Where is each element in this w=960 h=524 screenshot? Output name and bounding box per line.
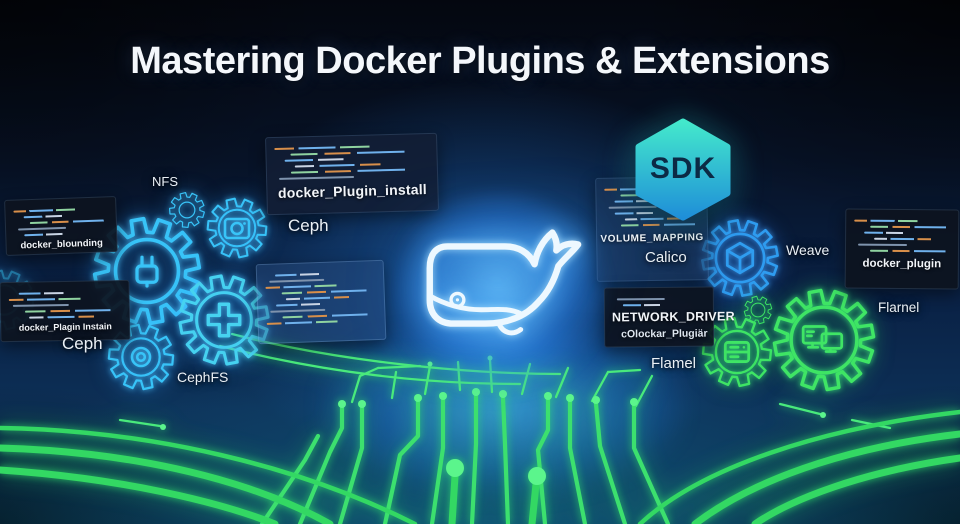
- code-panel-docker-blounding: docker_blounding: [4, 196, 118, 256]
- gear-cube: [699, 217, 781, 299]
- code-panel-translucent: [255, 259, 387, 345]
- gear-monitors: [770, 286, 878, 394]
- server-icon: [720, 335, 754, 369]
- monitors-icon: [799, 320, 849, 360]
- code-line: [23, 213, 86, 219]
- code-line: [274, 271, 346, 277]
- code-line: [8, 296, 101, 301]
- code-line: [282, 312, 384, 319]
- gear-small-top: [168, 191, 206, 229]
- code-line: [616, 297, 665, 301]
- code-line: [281, 288, 383, 295]
- code-line: [12, 303, 70, 307]
- code-line: [274, 144, 397, 151]
- label-ceph-left: Ceph: [62, 334, 103, 353]
- code-line: [864, 231, 927, 235]
- code-line: [29, 218, 118, 225]
- code-line: [854, 219, 935, 223]
- code-line: [290, 149, 427, 156]
- code-line: [620, 222, 709, 227]
- code-line: [290, 167, 427, 174]
- plug-icon: [127, 251, 167, 291]
- code-line: [265, 283, 357, 289]
- panel-label: docker_Plagin Instain: [18, 320, 112, 333]
- docker-whale-icon: [408, 224, 586, 350]
- label-ceph-center: Ceph: [288, 216, 329, 235]
- code-line: [294, 162, 402, 168]
- label-nfs: NFS: [152, 174, 178, 189]
- label-flarnel: Flarnel: [878, 300, 920, 315]
- page-title: Mastering Docker Plugins & Extensions: [130, 40, 830, 82]
- cube-icon: [722, 240, 758, 276]
- panel-label: VOLUME_MAPPING: [600, 232, 704, 245]
- gear-rings: [106, 322, 176, 392]
- code-line: [870, 225, 960, 229]
- code-panel-docker-plugin: docker_plugin: [844, 208, 960, 290]
- gear-plus: [176, 272, 272, 368]
- panel-label: docker_blounding: [20, 237, 103, 251]
- code-line: [622, 303, 684, 307]
- code-line: [18, 226, 67, 231]
- photo-icon: [221, 212, 253, 244]
- sdk-hexagon-badge: [632, 117, 734, 221]
- label-flamel: Flamel: [651, 355, 697, 372]
- panel-label: NETWORK_DRIVER: [611, 308, 736, 324]
- label-calico: Calico: [645, 249, 687, 266]
- code-line: [869, 249, 960, 253]
- panel-label: docker_Plugin_install: [277, 181, 428, 201]
- code-line: [24, 308, 128, 313]
- code-line: [285, 294, 366, 301]
- sdk-badge-label: SDK: [649, 152, 717, 185]
- code-line: [269, 278, 325, 283]
- label-cephfs: CephFS: [177, 369, 229, 385]
- code-line: [276, 301, 347, 307]
- label-weave: Weave: [786, 242, 830, 258]
- code-panel-docker-plugin-install: docker_Plugin_install: [265, 132, 439, 216]
- whale-glow: [383, 193, 615, 393]
- code-line: [24, 231, 86, 237]
- code-line: [270, 308, 326, 313]
- plus-icon: [203, 299, 245, 341]
- code-panel-docker-plagin-instain: docker_Plagin Instain: [0, 279, 131, 343]
- code-line: [279, 175, 354, 180]
- code-line: [874, 237, 945, 241]
- rings-icon: [125, 341, 157, 373]
- code-panel-network-driver: NETWORK_DRIVER cOlockar_Plugiär: [603, 286, 736, 348]
- code-line: [13, 207, 93, 213]
- code-line: [266, 319, 358, 325]
- panel-label: docker_plugin: [862, 257, 942, 271]
- panel-sublabel: cOlockar_Plugiär: [621, 327, 708, 340]
- gear-tiny-green: [743, 295, 773, 325]
- code-line: [18, 291, 91, 295]
- code-line: [858, 243, 908, 247]
- gear-photo: [205, 196, 269, 260]
- code-line: [284, 156, 380, 162]
- code-line: [29, 314, 110, 319]
